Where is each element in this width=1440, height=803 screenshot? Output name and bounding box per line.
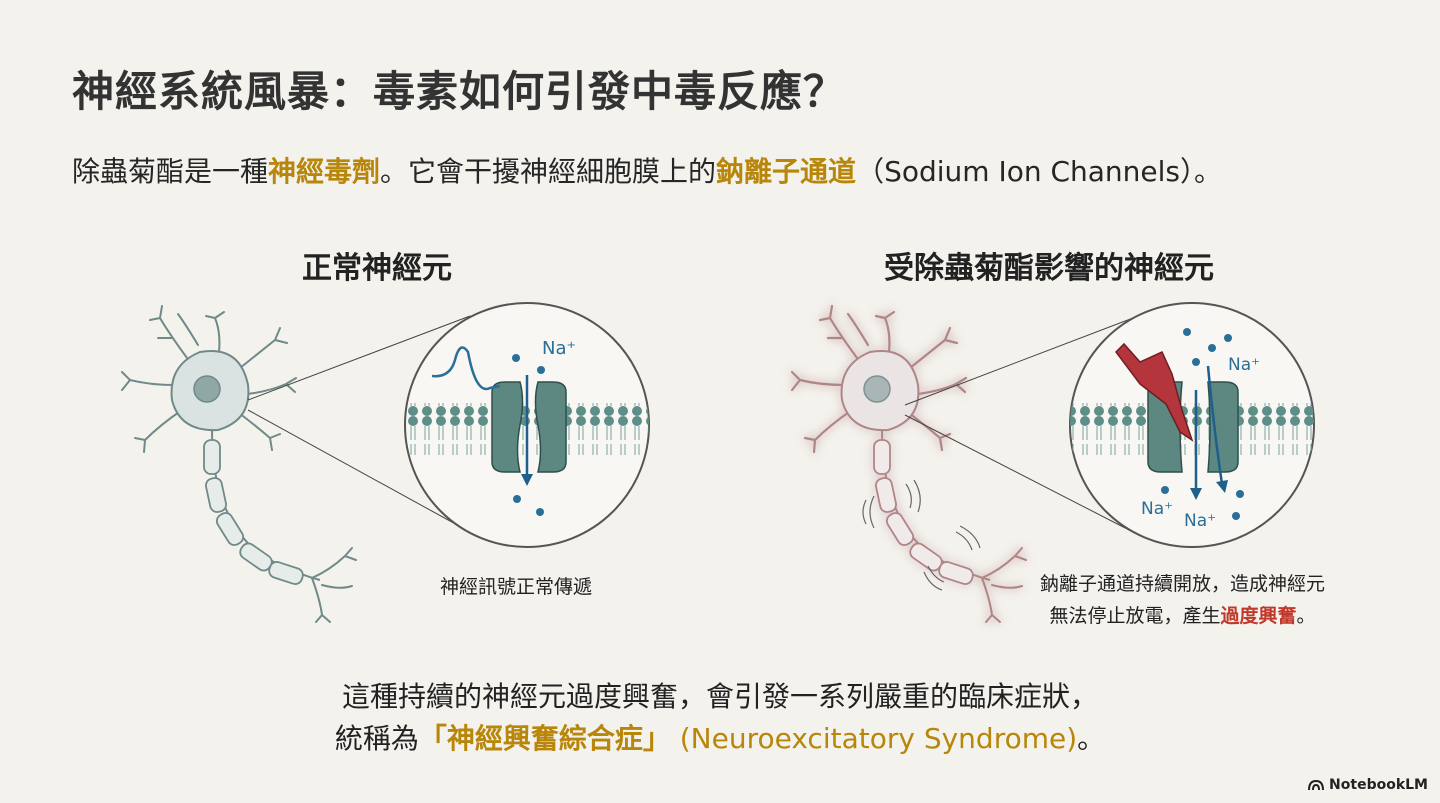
left-caption: 神經訊號正常傳遞 (440, 576, 593, 598)
na-ion (1192, 358, 1200, 366)
page-title: 神經系統風暴：毒素如何引發中毒反應？ (72, 67, 847, 116)
right-caption-line2: 無法停止放電，產生過度興奮。 (1040, 600, 1325, 632)
right-panel-title: 受除蟲菊酯影響的神經元 (884, 251, 1214, 286)
intro-text: 除蟲菊酯是一種神經毒劑。它會干擾神經細胞膜上的鈉離子通道（Sodium Ion … (72, 150, 1222, 190)
na-ion (1232, 512, 1240, 520)
normal-sodium-channel (491, 381, 567, 473)
right-caption: 鈉離子通道持續開放，造成神經元 無法停止放電，產生過度興奮。 (1040, 568, 1325, 632)
affected-membrane (1070, 403, 1314, 455)
vibration-marks (862, 479, 981, 591)
na-ion (513, 495, 521, 503)
right-caption-line2-b: 。 (1296, 605, 1316, 627)
normal-myelin (203, 439, 304, 585)
brand-label: NotebookLM (1329, 777, 1428, 793)
affected-nucleus (863, 375, 891, 403)
brand-watermark: NotebookLM (1308, 777, 1428, 793)
na-ion (512, 354, 520, 362)
intro-part2: 。它會干擾神經細胞膜上的 (380, 155, 717, 188)
intro-part1: 除蟲菊酯是一種 (72, 155, 269, 188)
na-ion (1183, 328, 1191, 336)
right-caption-line2-a: 無法停止放電，產生 (1049, 605, 1221, 627)
summary-line2: 統稱為「神經興奮綜合症」 (Neuroexcitatory Syndrome)。 (0, 718, 1440, 760)
normal-nucleus (193, 375, 221, 403)
normal-membrane (405, 403, 649, 455)
affected-neuron (790, 304, 1134, 623)
left-panel-title: 正常神經元 (302, 251, 452, 286)
na-ion (1161, 486, 1169, 494)
right-caption-line1: 鈉離子通道持續開放，造成神經元 (1040, 573, 1326, 595)
na-ion (537, 366, 545, 374)
na-label: Na⁺ (542, 338, 576, 359)
intro-highlight-sodium-channel: 鈉離子通道 (716, 155, 857, 188)
summary-english: (Neuroexcitatory Syndrome) (670, 722, 1078, 755)
intro-part3: （Sodium Ion Channels）。 (856, 155, 1223, 188)
normal-neuron (121, 305, 471, 623)
na-ion (1224, 334, 1232, 342)
na-ion (536, 508, 544, 516)
notebooklm-logo-icon (1308, 779, 1325, 791)
affected-channel-zoom: Na⁺ Na⁺ Na⁺ (1069, 302, 1315, 548)
summary-line2-c: 。 (1077, 722, 1106, 755)
normal-channel-zoom: Na⁺ (404, 302, 650, 548)
summary-text: 這種持續的神經元過度興奮，會引發一系列嚴重的臨床症狀， 統稱為「神經興奮綜合症」… (0, 676, 1440, 760)
na-label: Na⁺ (1184, 511, 1216, 531)
summary-line1: 這種持續的神經元過度興奮，會引發一系列嚴重的臨床症狀， (341, 680, 1098, 713)
na-label: Na⁺ (1228, 355, 1260, 375)
intro-highlight-neurotoxin: 神經毒劑 (268, 155, 381, 188)
na-ion (1236, 490, 1244, 498)
summary-line2-a: 統稱為 (334, 722, 419, 755)
na-label: Na⁺ (1141, 499, 1173, 519)
affected-myelin (873, 439, 974, 585)
action-potential-wave (431, 346, 501, 391)
right-caption-highlight: 過度興奮 (1220, 605, 1297, 627)
summary-highlight: 「神經興奮綜合症」 (418, 722, 671, 755)
na-ion (1208, 344, 1216, 352)
toxin-molecule (1115, 342, 1194, 442)
